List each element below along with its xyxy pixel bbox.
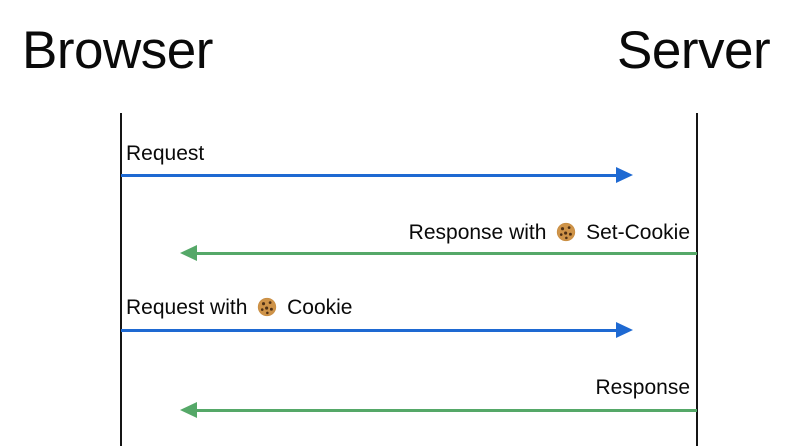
message-text: Request: [126, 142, 205, 165]
request-arrowhead-icon: [616, 322, 633, 338]
message-text: Cookie: [287, 296, 353, 319]
cookie-icon: [258, 297, 277, 317]
message-label-response: Response: [595, 375, 690, 401]
message-label-request-cookie: Request with Cookie: [126, 295, 352, 321]
request-arrow-line: [121, 329, 618, 332]
cookie-icon: [557, 222, 576, 242]
actor-title-server: Server: [617, 21, 771, 80]
response-arrow-line: [194, 252, 697, 255]
message-text: Response with: [408, 221, 547, 244]
request-arrow-line: [121, 174, 618, 177]
message-text: Set-Cookie: [586, 221, 690, 244]
server-lifeline: [696, 113, 698, 446]
message-label-request: Request: [126, 141, 204, 167]
actor-title-browser: Browser: [22, 21, 213, 80]
message-text: Response: [595, 376, 690, 399]
request-arrowhead-icon: [616, 167, 633, 183]
response-arrowhead-icon: [180, 402, 197, 418]
message-text: Request with: [126, 296, 248, 319]
response-arrow-line: [194, 409, 697, 412]
response-arrowhead-icon: [180, 245, 197, 261]
message-label-response-set-cookie: Response with Set-Cookie: [409, 220, 690, 246]
browser-lifeline: [120, 113, 122, 446]
